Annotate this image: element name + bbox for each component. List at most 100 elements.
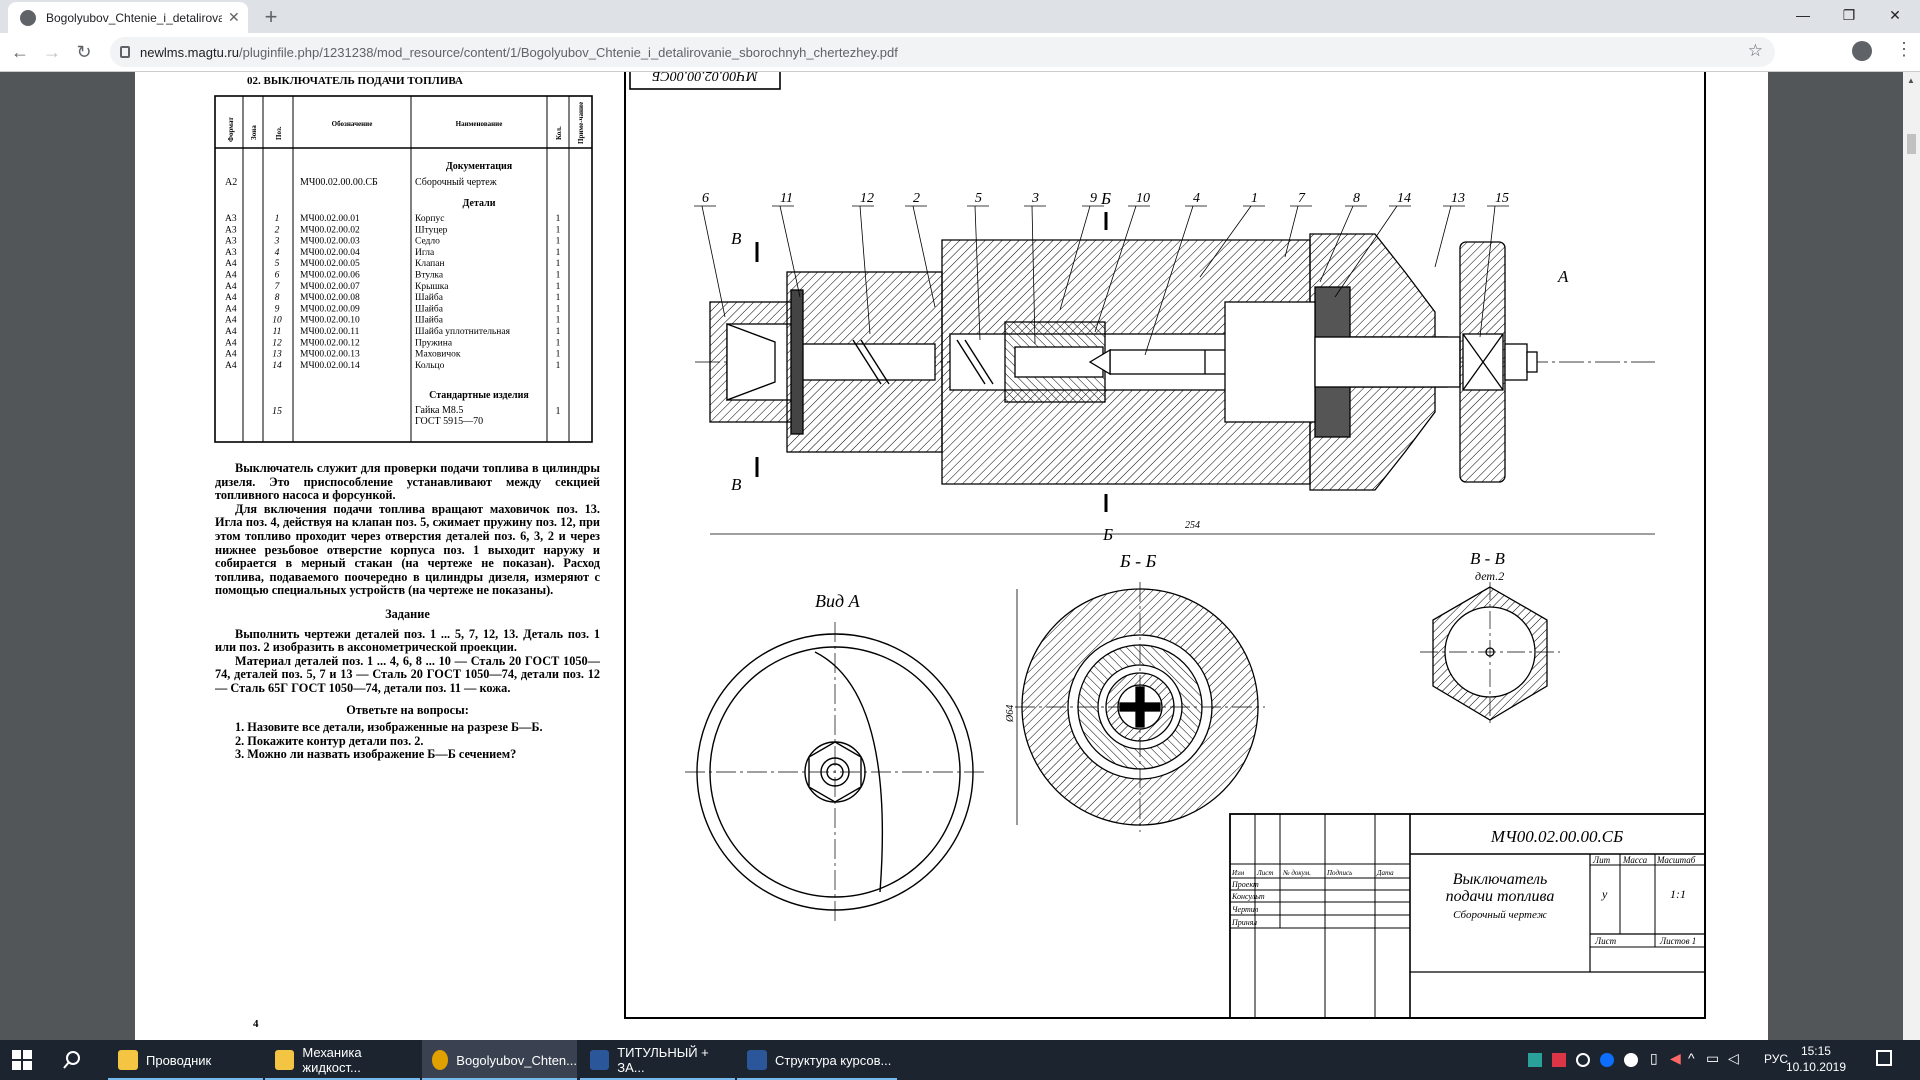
antivirus-icon[interactable]: ◀ xyxy=(1670,1050,1681,1066)
table-cell: А4 xyxy=(225,316,237,326)
table-title: 02. ВЫКЛЮЧАТЕЛЬ ПОДАЧИ ТОПЛИВА xyxy=(247,75,463,87)
table-cell: 1 xyxy=(556,293,561,303)
col-note: Приме-чание xyxy=(577,102,585,144)
table-cell: 1 xyxy=(556,248,561,258)
back-button[interactable]: ← xyxy=(11,42,29,62)
notifications-icon[interactable] xyxy=(1876,1050,1892,1066)
title-name-3: Сборочный чертеж xyxy=(1453,909,1547,921)
para-operation: Для включения подачи топлива вращают мах… xyxy=(215,501,600,598)
table-cell: 7 xyxy=(275,282,281,292)
table-cell: 11 xyxy=(273,327,282,337)
callout-leader xyxy=(974,205,981,341)
callout-leader xyxy=(1334,205,1398,298)
section-vv-sublabel: дет.2 xyxy=(1475,569,1504,583)
tab-title: Bogolyubov_Chtenie_i_detalirova xyxy=(46,10,222,25)
callout-leader xyxy=(1479,205,1496,338)
table-cell: МЧ00.02.00.02 xyxy=(300,225,360,235)
tb-lit: Лит xyxy=(1592,855,1611,865)
title-name-2: подачи топлива xyxy=(1446,888,1555,905)
taskbar-item-mechanics[interactable]: Механика жидкост... xyxy=(265,1040,420,1080)
clock[interactable]: 15:15 10.10.2019 xyxy=(1785,1044,1846,1074)
tray-app-icon[interactable] xyxy=(1600,1053,1614,1067)
callout-9: 9 xyxy=(1090,191,1097,206)
tray-app-icon[interactable] xyxy=(1552,1053,1566,1067)
bookmark-star-icon[interactable]: ☆ xyxy=(1747,41,1763,60)
callout-leader xyxy=(1094,205,1137,333)
table-cell: Крышка xyxy=(415,282,449,292)
tb-prinyal: Принял xyxy=(1231,918,1257,927)
restore-button[interactable]: ❐ xyxy=(1842,7,1856,23)
menu-kebab-icon[interactable]: ⋮ xyxy=(1895,39,1913,59)
std-pos: 15 xyxy=(272,406,282,417)
taskbar-item-word-structure[interactable]: Структура курсов... xyxy=(737,1040,897,1080)
table-cell: 10 xyxy=(272,316,282,326)
forward-button[interactable]: → xyxy=(43,42,61,62)
tray-app-icon[interactable] xyxy=(1576,1053,1590,1067)
tray-app-icon[interactable] xyxy=(1528,1053,1542,1067)
language-indicator[interactable]: РУС xyxy=(1764,1052,1789,1066)
table-cell: 3 xyxy=(274,237,280,247)
reload-button[interactable]: ↻ xyxy=(76,42,92,62)
usb-icon[interactable]: ▯ xyxy=(1650,1050,1658,1066)
system-tray[interactable]: ▯ ◀ ^ ▭ ◁ xyxy=(1528,1040,1748,1080)
windows-start-icon[interactable] xyxy=(12,1050,32,1070)
table-cell: 1 xyxy=(556,271,561,281)
table-cell: Пружина xyxy=(415,338,453,348)
table-cell: 1 xyxy=(556,304,561,314)
table-cell: 6 xyxy=(275,271,280,281)
question-2: 2. Покажите контур детали поз. 2. xyxy=(235,733,424,748)
para-purpose: Выключатель служит для проверки подачи т… xyxy=(215,462,600,503)
table-cell: МЧ00.02.00.05 xyxy=(300,259,360,269)
close-window-button[interactable]: ✕ xyxy=(1889,7,1901,23)
close-tab-icon[interactable]: ✕ xyxy=(228,9,240,25)
table-cell: МЧ00.02.00.14 xyxy=(300,361,360,371)
table-cell: А4 xyxy=(225,361,237,371)
taskbar: Проводник Механика жидкост... Bogolyubov… xyxy=(0,1040,1920,1080)
taskbar-item-chrome[interactable]: Bogolyubov_Chten... xyxy=(422,1040,577,1080)
new-tab-button[interactable]: + xyxy=(264,4,278,29)
account-icon[interactable] xyxy=(1852,41,1872,61)
table-cell: МЧ00.02.00.13 xyxy=(300,350,360,360)
callout-12: 12 xyxy=(860,191,874,206)
tab-strip: Bogolyubov_Chtenie_i_detalirova ✕ + — ❐ … xyxy=(0,0,1920,33)
table-cell: Кольцо xyxy=(415,361,445,371)
col-designation: Обозначение xyxy=(332,120,373,128)
search-icon[interactable] xyxy=(62,1050,82,1070)
network-icon[interactable]: ▭ xyxy=(1706,1050,1720,1066)
taskbar-item-word-title[interactable]: ТИТУЛЬНЫЙ + ЗА... xyxy=(580,1040,735,1080)
table-cell: Маховичок xyxy=(415,350,461,360)
callout-leader xyxy=(859,205,871,335)
table-cell: Штуцер xyxy=(415,225,448,235)
address-bar[interactable]: newlms.magtu.ru/pluginfile.php/1231238/m… xyxy=(110,37,1775,67)
table-cell: Клапан xyxy=(415,259,445,269)
callout-leader xyxy=(1059,205,1091,311)
callout-5: 5 xyxy=(975,191,982,206)
minimize-button[interactable]: — xyxy=(1796,7,1810,23)
table-cell: А4 xyxy=(225,259,237,269)
cut-label-b-bottom: Б xyxy=(1102,525,1113,544)
scroll-up-icon[interactable]: ▲ xyxy=(1907,76,1915,85)
questions-title: Ответьте на вопросы: xyxy=(346,702,469,717)
table-cell: 1 xyxy=(556,237,561,247)
section-parts: Детали xyxy=(463,198,496,209)
scrollbar-thumb[interactable] xyxy=(1907,134,1916,154)
volume-icon[interactable]: ◁ xyxy=(1728,1050,1739,1066)
view-a-label: Вид А xyxy=(815,591,861,611)
tb-sheet: Лист xyxy=(1594,936,1617,946)
tb-proekt: Проект xyxy=(1231,880,1259,889)
svg-text:МЧ00.02.00.00СБ: МЧ00.02.00.00СБ xyxy=(652,72,758,83)
page-scrollbar[interactable]: ▲ xyxy=(1903,72,1920,1040)
task-text-2: Материал деталей поз. 1 ... 4, 6, 8 ... … xyxy=(215,653,600,695)
table-cell: А4 xyxy=(225,350,237,360)
taskbar-item-explorer[interactable]: Проводник xyxy=(108,1040,263,1080)
main-section-view xyxy=(695,233,1655,491)
callout-4: 4 xyxy=(1193,191,1200,206)
tray-app-icon[interactable] xyxy=(1624,1053,1638,1067)
tab-favicon-icon xyxy=(20,9,36,26)
browser-tab[interactable]: Bogolyubov_Chtenie_i_detalirova ✕ xyxy=(8,2,248,33)
table-cell: Шайба уплотнительная xyxy=(415,326,511,337)
chevron-up-icon[interactable]: ^ xyxy=(1688,1050,1695,1066)
